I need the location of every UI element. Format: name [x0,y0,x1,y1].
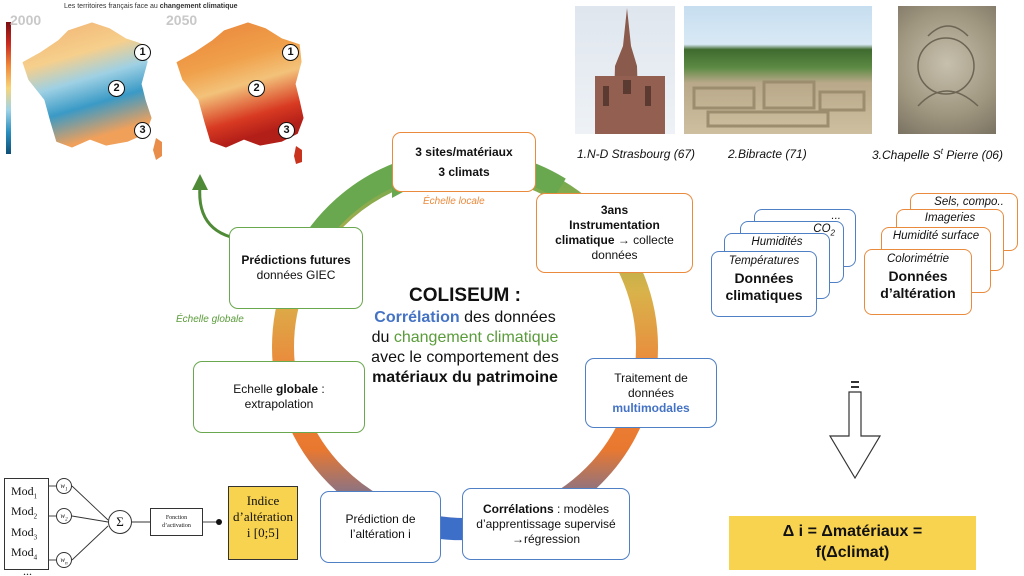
sites-line-2: 3 climats [438,164,490,179]
traitement-multimodales: multimodales [612,400,690,415]
card-clim-title-2: climatiques [725,287,803,303]
caption-strasbourg: 1.N-D Strasbourg (67) [577,147,696,161]
center-line-3: avec le comportement des [371,349,559,366]
photo-chapelle-saint-pierre [898,6,996,134]
formula-line-1: Δ i = Δmatériaux = [782,523,923,540]
card-clim-temperatures: Températures [728,255,800,267]
echelle-locale-label: Échelle locale [423,196,485,207]
box-predictions-futures: Prédictions futures données GIEC [229,227,363,309]
echelle-globale-text: Echelle globale : extrapolation [233,382,325,411]
weight-w1: w1 [56,478,72,494]
corsica-2050 [294,146,302,164]
site-marker-3-2050: 3 [278,122,295,139]
weight-w2: w2 [56,508,72,524]
coliseum-center-text: COLISEUM : Corrélation des données du ch… [330,286,600,388]
box-3-sites: 3 sites/matériaux 3 climats [392,132,536,192]
box-echelle-globale: Echelle globale : extrapolation [193,361,365,433]
formula-box: Δ i = Δmatériaux = f(Δclimat) [729,516,976,570]
instrumentation-duration: 3ans [600,203,629,217]
site-marker-1-2000: 1 [134,44,151,61]
activation-output-dot [216,519,222,525]
center-line-1: Corrélation des données [374,309,556,326]
coliseum-title: COLISEUM : [409,285,521,306]
temperature-scale-bar [6,22,11,154]
predictions-text: Prédictions futures données GIEC [241,253,351,282]
site-marker-2-2000: 2 [108,80,125,97]
maps-title: Les territoires français face au changem… [64,3,238,10]
climate-maps-panel: Les territoires français face au changem… [6,0,306,170]
card-clim-front: Températures Données climatiques [711,251,817,317]
card-alt-colorimetrie: Colorimétrie [887,253,949,265]
model-2: Mod2 [11,504,38,521]
weight-wn: wn [56,552,72,568]
correlations-text: Corrélations : modèles d’apprentissage s… [476,501,616,546]
down-arrow-to-formula [828,381,882,480]
caption-chapelle: 3.Chapelle St Pierre (06) [872,147,1003,162]
center-line-4: matériaux du patrimoine [372,369,558,386]
sites-line-1: 3 sites/matériaux [415,144,513,159]
site-marker-2-2050: 2 [248,80,265,97]
photo-bibracte-ruins [684,6,872,134]
box-prediction-alteration: Prédiction de l’altération i [320,491,441,563]
prediction-alteration-text: Prédiction de l’altération i [345,512,416,541]
card-alt-front: Colorimétrie Données d’altération [864,249,972,315]
instrumentation-detail: climatique → collecte données [555,233,674,262]
corsica-2000 [153,138,162,160]
models-ellipsis: ... [23,563,32,576]
activation-function-box: Fonction d’activation [150,508,203,536]
formula-line-2: f(Δclimat) [815,544,890,561]
caption-bibracte: 2.Bibracte (71) [728,147,807,161]
year-2050-label: 2050 [166,12,198,28]
model-4: Mod4 [11,545,38,562]
model-3: Mod3 [11,524,38,542]
card-clim-title-1: Données [734,270,794,286]
box-instrumentation: 3ans Instrumentation climatique → collec… [536,193,693,273]
france-map-2000 [21,21,153,149]
card-alt-title-1: Données [888,268,948,284]
neural-connections [48,485,218,561]
box-traitement: Traitement de données multimodales [585,358,717,428]
year-2000-label: 2000 [10,12,42,28]
indice-alteration-box: Indice d’altération i [0;5] [228,486,298,560]
curved-arrow-head [192,174,208,190]
photo-strasbourg-cathedral [575,6,675,134]
models-input-box: Mod1 Mod2 Mod3 Mod4 ... [4,478,49,576]
center-line-2: du changement climatique [371,329,559,346]
instrumentation-title: Instrumentation [569,218,660,232]
card-alt-title-2: d’altération [880,285,956,301]
site-marker-1-2050: 1 [282,44,299,61]
sum-node: Σ [108,510,132,534]
traitement-text: Traitement de données [614,370,688,400]
france-maps [21,21,305,164]
echelle-globale-label: Échelle globale [176,314,244,325]
box-correlations: Corrélations : modèles d’apprentissage s… [462,488,630,560]
model-1: Mod1 [11,484,38,501]
site-marker-3-2000: 3 [134,122,151,139]
france-map-2050 [175,21,305,149]
